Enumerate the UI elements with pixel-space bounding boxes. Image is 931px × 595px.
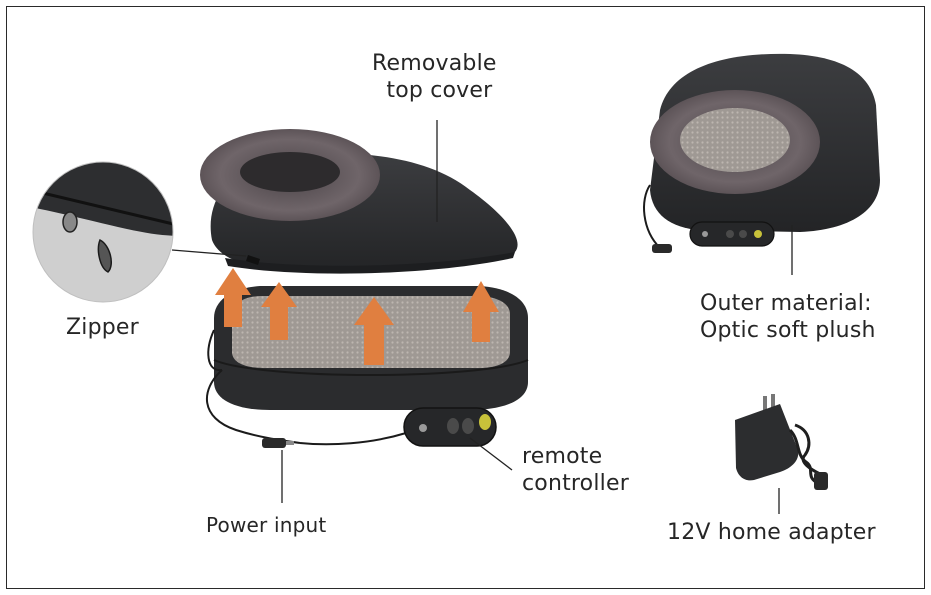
power-plug [262,438,286,448]
power-input-label: Power input [206,513,327,537]
zipper-leader-line [171,249,247,257]
zipper-label: Zipper [66,315,139,340]
cable-and-remote [206,329,497,448]
top-cover-label: Removable top cover [372,51,497,103]
up-arrow-icon [261,282,297,340]
top-cover-illustration [200,129,518,274]
outer-material-label: Outer material: Optic soft plush [700,291,876,343]
home-adapter-illustration [735,394,828,490]
remote-controller-label: remote controller [522,444,629,496]
assembled-product-illustration [643,53,880,253]
remote-controller [403,407,497,447]
zipper-pull-icon [97,238,112,273]
up-arrow-icon [354,297,394,365]
remote-leader-line [469,437,513,471]
diagram-frame [6,6,925,589]
adapter-label: 12V home adapter [667,520,876,545]
heat-arrows [215,268,499,365]
up-arrow-icon [215,268,251,327]
up-arrow-icon [463,281,499,342]
